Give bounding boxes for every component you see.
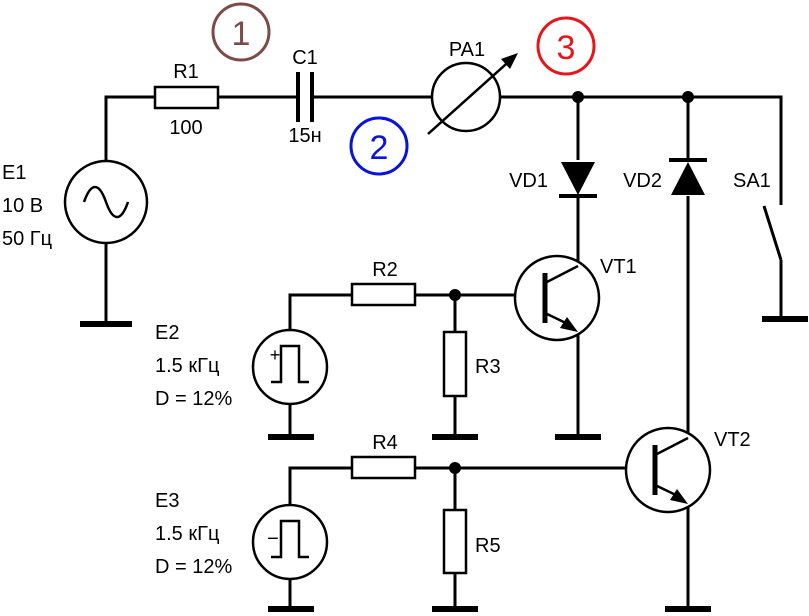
junctions: [449, 91, 694, 474]
pa1-label: PA1: [449, 39, 485, 61]
junction-dot: [682, 91, 694, 103]
e2-label: E2: [155, 322, 179, 344]
resistor-r2: R2: [350, 259, 417, 307]
diode-vd2: VD2: [623, 158, 707, 195]
square-pulse-icon: [271, 344, 309, 384]
capacitor-c1: C1 15н: [288, 47, 321, 147]
transistor-circle: [624, 426, 712, 514]
sa1-label: SA1: [733, 170, 771, 192]
marker-1-circle: [211, 2, 271, 62]
resistor-body: [350, 282, 417, 307]
sine-wave-icon: [82, 185, 130, 219]
vd2-label: VD2: [623, 170, 662, 192]
e1-label: E1: [2, 162, 26, 184]
source-e2: + E2 1.5 кГц D = 12%: [155, 322, 329, 410]
emitter-arrow-icon: [670, 489, 688, 504]
source-e1: E1 10 В 50 Гц: [2, 159, 149, 250]
e2-duty-cycle: D = 12%: [155, 388, 232, 410]
arrow-head-icon: [501, 53, 518, 69]
transistor-circle: [513, 254, 601, 342]
resistor-r5: R5: [442, 508, 501, 575]
marker-3-circle: [536, 16, 596, 76]
markers: 1 2 3: [211, 2, 596, 176]
resistor-r1: R1 100: [153, 61, 220, 139]
e3-label: E3: [155, 490, 179, 512]
e3-polarity: −: [267, 528, 279, 550]
wire-e3-r4: [288, 466, 352, 505]
source-e3: − E3 1.5 кГц D = 12%: [155, 490, 329, 581]
r3-label: R3: [475, 356, 501, 378]
emitter-arrow-icon: [560, 317, 578, 332]
c1-label: C1: [292, 47, 318, 69]
meter-arrow-shaft: [427, 56, 515, 135]
r1-label: R1: [173, 61, 199, 83]
resistor-body: [350, 455, 417, 480]
square-pulse-icon: [271, 519, 309, 559]
resistor-body: [153, 85, 220, 110]
meter-pa1: PA1: [427, 39, 518, 135]
pulse-source-circle: [251, 328, 329, 406]
diode-vd1: VD1: [509, 162, 597, 198]
e1-frequency: 50 Гц: [2, 228, 52, 250]
vt1-label: VT1: [600, 256, 637, 278]
r5-label: R5: [475, 535, 501, 557]
switch-sa1: SA1: [733, 170, 783, 261]
transistor-vt1: VT1: [513, 254, 637, 342]
resistor-r4: R4: [350, 432, 417, 480]
vt2-label: VT2: [714, 429, 751, 451]
junction-dot: [449, 462, 461, 474]
diode-triangle: [561, 162, 595, 195]
transistor-vt2: VT2: [624, 426, 751, 514]
wire-pa1-rail: [500, 95, 783, 205]
marker-1-number: 1: [232, 15, 251, 53]
r1-value: 100: [169, 117, 202, 139]
e2-frequency: 1.5 кГц: [155, 355, 219, 377]
wire-e2-r2: [288, 293, 352, 330]
resistor-body: [442, 330, 468, 398]
pulse-source-circle: [251, 503, 329, 581]
e2-polarity: +: [270, 345, 281, 365]
r4-label: R4: [372, 432, 398, 454]
e1-voltage: 10 В: [2, 195, 43, 217]
vd1-label: VD1: [509, 170, 548, 192]
e3-frequency: 1.5 кГц: [155, 523, 219, 545]
marker-3-number: 3: [557, 29, 576, 67]
e3-duty-cycle: D = 12%: [155, 556, 232, 578]
marker-2-circle: [349, 116, 409, 176]
marker-2-number: 2: [370, 129, 389, 167]
transistor-collector: [654, 436, 689, 457]
c1-value: 15н: [288, 125, 321, 147]
switch-lever: [762, 205, 783, 261]
r2-label: R2: [372, 259, 398, 281]
grounds: [80, 316, 808, 612]
transistor-collector: [544, 264, 579, 285]
junction-dot: [572, 91, 584, 103]
junction-dot: [449, 289, 461, 301]
diode-triangle: [671, 162, 705, 195]
resistor-body: [442, 508, 468, 575]
resistor-r3: R3: [442, 330, 501, 398]
